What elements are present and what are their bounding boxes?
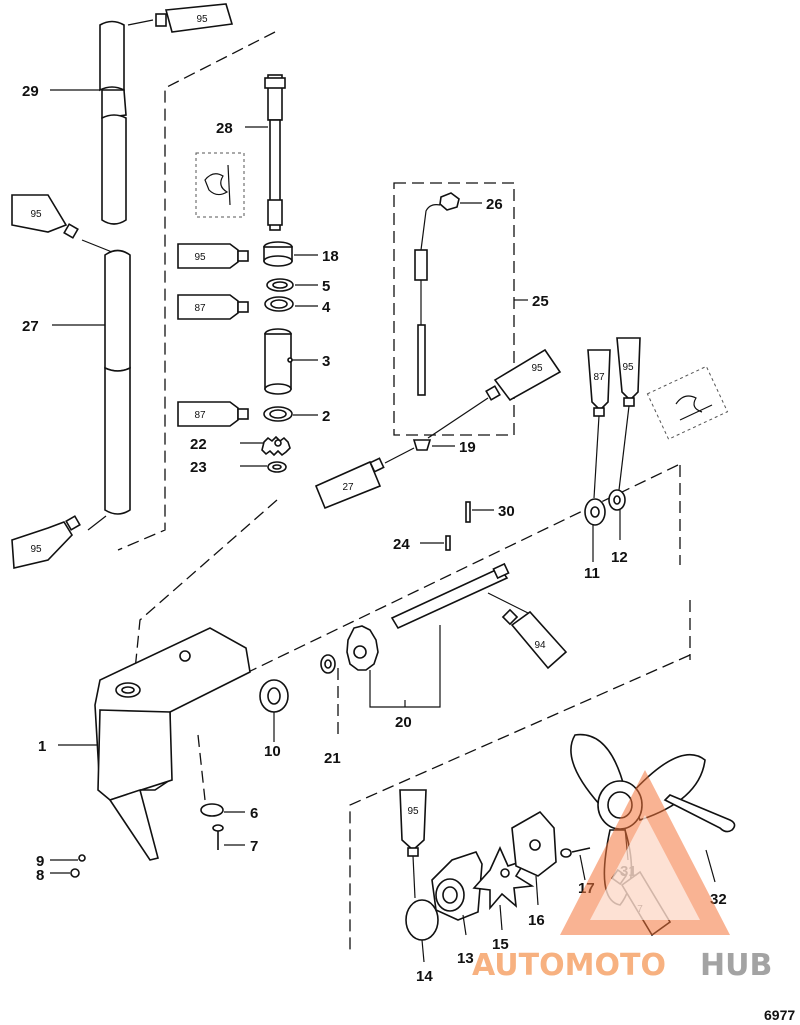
callout-4: 4: [322, 299, 331, 316]
part-18-bushing: [263, 241, 318, 267]
callout-23: 23: [190, 459, 207, 476]
callout-14: 14: [416, 968, 433, 985]
part-30-pin: [465, 501, 494, 523]
tube-95-vertical-label: 95: [622, 362, 634, 373]
callout-3: 3: [322, 353, 330, 370]
part-22-pinion-gear: [240, 435, 291, 457]
callout-19: 19: [459, 439, 476, 456]
part-1-gearcase: [58, 627, 251, 861]
callout-15: 15: [492, 936, 509, 953]
callout-10: 10: [264, 743, 281, 760]
callout-7: 7: [250, 838, 258, 855]
part-24-pin: [420, 535, 451, 551]
part-21-washer: [320, 654, 336, 674]
watermark-logo: AUTOMOTO HUB: [472, 770, 772, 983]
detail-inset-upper: [195, 152, 245, 218]
part-25-shift-rod: [414, 204, 528, 396]
callout-11: 11: [584, 565, 600, 582]
callout-28: 28: [216, 120, 233, 137]
detail-inset-right: [646, 365, 729, 440]
tube-95-vertical: 95: [616, 337, 641, 491]
part-13-pump-housing: [431, 851, 483, 936]
callout-6: 6: [250, 805, 258, 822]
callout-29: 29: [22, 83, 39, 100]
part-10-bearing: [259, 679, 289, 742]
part-5-ring: [266, 278, 318, 292]
watermark-text-secondary: HUB: [700, 948, 772, 983]
callout-8: 8: [36, 867, 44, 884]
part-12-seal: [608, 489, 626, 540]
propeller-shaft: [390, 562, 533, 630]
callout-22: 22: [190, 436, 207, 453]
callout-13: 13: [457, 950, 474, 967]
part-32-cotter-pin: [663, 794, 736, 883]
tube-95-pump: 95: [399, 789, 427, 899]
callout-18: 18: [322, 248, 339, 265]
part-23-nut: [240, 461, 287, 473]
lead-lines-left: [50, 19, 154, 531]
tube-87-upper: 87: [177, 294, 249, 320]
part-19-grommet: [412, 439, 455, 451]
callout-25: 25: [532, 293, 549, 310]
part-17-screw: [560, 847, 591, 881]
tube-87-vertical: 87: [587, 349, 611, 499]
part-8-9-drain-screws: [50, 854, 86, 878]
callout-9: 9: [36, 853, 44, 870]
part-28-driveshaft: [245, 74, 286, 231]
tube-87-vertical-label: 87: [593, 372, 605, 383]
tube-27: 27: [314, 447, 415, 510]
callout-21: 21: [324, 750, 341, 767]
part-27-lower-tube: [104, 249, 131, 515]
part-4-bearing: [264, 296, 318, 312]
tube-95-left-lower: 95: [11, 515, 81, 569]
tube-95-middle-label: 95: [194, 252, 206, 263]
lubricant-tubes: 95 95 95 95 87 87: [11, 3, 672, 937]
part-2-bearing: [263, 406, 318, 422]
watermark-text-primary: AUTOMOTO: [472, 948, 666, 983]
callout-24: 24: [393, 536, 410, 553]
part-16-plate: [511, 810, 557, 906]
tube-95-pump-label: 95: [407, 806, 419, 817]
reference-number: 6977: [764, 1007, 795, 1023]
tube-95-top: 95: [155, 3, 234, 33]
callout-20: 20: [395, 714, 412, 731]
callout-5: 5: [322, 278, 330, 295]
tube-94-label: 94: [534, 640, 546, 651]
part-14-oring: [405, 899, 439, 963]
part-11-bearing: [584, 498, 606, 562]
tube-95-shift-label: 95: [531, 363, 543, 374]
tube-95-left-upper-label: 95: [30, 209, 42, 220]
part-7-screw: [212, 824, 245, 850]
callout-32: 32: [710, 891, 727, 908]
callout-27: 27: [22, 318, 39, 335]
tube-94: 94: [501, 608, 568, 670]
callout-30: 30: [498, 503, 515, 520]
part-6-anode: [200, 803, 245, 817]
tube-95-left-lower-label: 95: [30, 544, 42, 555]
tube-87-lower-label: 87: [194, 410, 206, 421]
tube-87-upper-label: 87: [194, 303, 206, 314]
callout-1: 1: [38, 738, 46, 755]
callout-26: 26: [486, 196, 503, 213]
callout-16: 16: [528, 912, 545, 929]
tube-95-middle: 95: [177, 243, 249, 269]
part-26-clip: [439, 192, 482, 211]
part-3-sleeve: [264, 328, 318, 395]
tube-95-top-label: 95: [196, 14, 208, 25]
tube-87-lower: 87: [177, 401, 249, 427]
callout-2: 2: [322, 408, 330, 425]
tube-95-shift: 95: [427, 348, 562, 439]
part-29-upper-tube: [99, 20, 127, 225]
part-20-gear: [346, 625, 441, 708]
tube-95-left-upper: 95: [11, 194, 79, 239]
callout-12: 12: [611, 549, 628, 566]
tube-27-label: 27: [342, 482, 354, 493]
